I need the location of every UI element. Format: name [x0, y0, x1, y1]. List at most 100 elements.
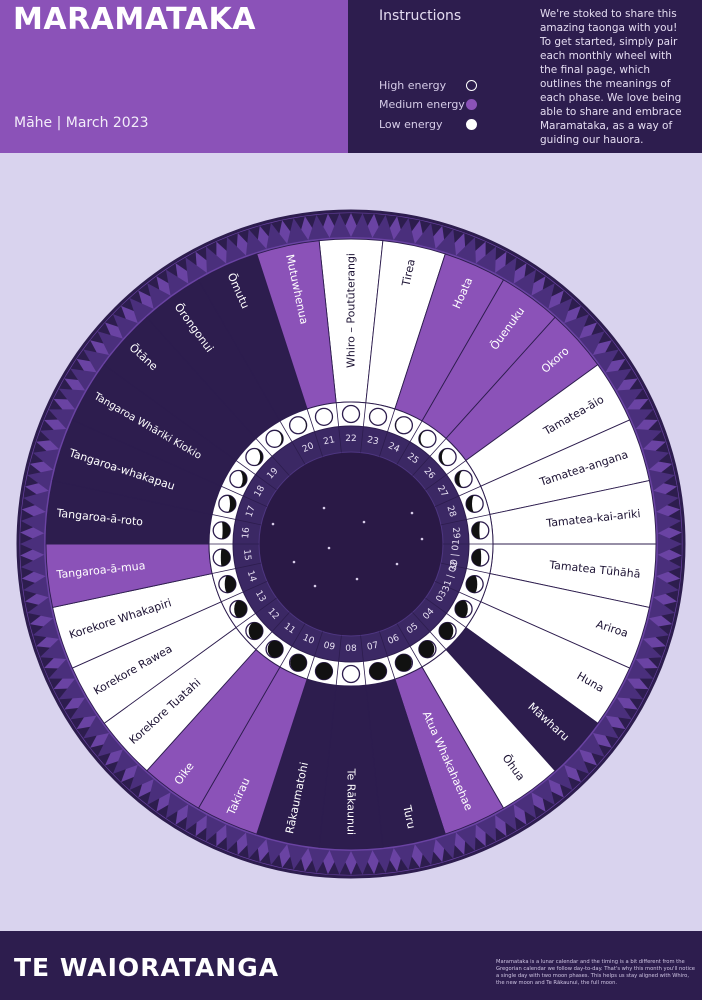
star-dot [420, 537, 424, 541]
ring-divider [412, 612, 447, 650]
moon-shadow [315, 662, 333, 680]
band-triangle [435, 832, 457, 859]
ring-divider [425, 597, 467, 628]
ring-divider [255, 438, 290, 476]
legend-low-dot [466, 119, 477, 130]
band-triangle [579, 331, 605, 355]
moon-shadow [238, 470, 247, 488]
moon-shadow [274, 430, 284, 448]
legend-low-label: Low energy [379, 118, 443, 131]
legend-medium-dot [466, 99, 477, 110]
ring-divider [425, 460, 467, 491]
band-triangle [70, 697, 97, 720]
moon-phase-icon [418, 640, 437, 659]
ring-divider [221, 485, 268, 507]
moon-outline [341, 664, 361, 684]
ring-divider [434, 581, 481, 603]
ring-divider [221, 581, 268, 603]
band-triangle [266, 839, 288, 866]
band-triangle [226, 824, 246, 851]
band-triangle [656, 554, 682, 577]
band-triangle [435, 229, 457, 256]
moon-phase-icon [265, 429, 284, 448]
page-title: MARAMATAKA [13, 2, 256, 37]
moon-shadow [455, 470, 464, 488]
moon-shadow [418, 430, 428, 448]
band-triangle [495, 257, 517, 284]
phase-name: Te Rākaunui [345, 768, 358, 835]
ring-divider [440, 562, 490, 574]
phase-date: 29 [450, 527, 461, 540]
band-triangle [414, 839, 436, 866]
ring-divider [306, 408, 323, 457]
moon-phase-icon [341, 664, 361, 684]
moon-phase-icon [341, 404, 361, 424]
moon-shadow [439, 448, 448, 466]
band-triangle [616, 388, 644, 410]
band-triangle [456, 237, 476, 264]
band-triangle [564, 314, 590, 339]
band-triangle [592, 349, 619, 373]
band-triangle [393, 218, 415, 244]
header-left-panel: MARAMATAKA Māhe | March 2023 [0, 0, 348, 153]
phase-date: 07 [366, 641, 379, 653]
band-triangle [513, 269, 537, 296]
moon-shadow [471, 521, 481, 539]
band-triangle [592, 715, 619, 739]
moon-outline [341, 404, 361, 424]
moon-shadow [234, 600, 247, 618]
phase-date: 23 [366, 435, 379, 447]
band-triangle [648, 597, 675, 619]
moon-shadow [471, 549, 482, 567]
phase-date: 10 [301, 633, 316, 647]
ring-divider [360, 635, 367, 686]
band-triangle [27, 597, 54, 619]
band-triangle [657, 533, 682, 555]
phase-date: 13 [253, 589, 267, 604]
phase-name: Turu [400, 803, 418, 830]
moon-shadow [224, 575, 236, 593]
band-triangle [653, 576, 679, 598]
star-dot [271, 522, 275, 526]
star-dot [292, 560, 296, 564]
band-triangle [642, 449, 670, 470]
band-triangle [548, 764, 573, 790]
band-triangle [626, 409, 654, 429]
moon-phase-icon [314, 407, 334, 426]
phase-date: 17 [245, 505, 258, 519]
ring-divider [335, 635, 342, 686]
moon-phase-icon [288, 416, 308, 435]
band-triangle [165, 792, 189, 819]
band-triangle [475, 815, 497, 842]
moon-phase-icon [265, 640, 284, 659]
phase-name: Tirea [399, 258, 418, 288]
moon-shadow [455, 600, 468, 618]
band-triangle [112, 749, 138, 774]
star-dot [327, 546, 331, 550]
month-label: Māhe | March 2023 [14, 115, 149, 131]
band-triangle [531, 283, 555, 309]
phase-date: 06 [386, 633, 401, 647]
moon-phase-icon [368, 662, 388, 681]
band-triangle [635, 638, 663, 660]
band-triangle [287, 218, 309, 244]
band-triangle [58, 388, 86, 410]
band-triangle [23, 576, 49, 598]
moon-phase-icon [471, 521, 490, 540]
star-dot [322, 506, 326, 510]
band-triangle [32, 618, 60, 639]
band-triangle [656, 511, 682, 534]
ring-divider [379, 408, 396, 457]
moon-shadow [221, 521, 231, 539]
band-triangle [475, 246, 497, 273]
band-triangle [329, 213, 351, 238]
moon-phase-icon [454, 599, 473, 619]
band-triangle [32, 449, 60, 470]
ring-divider [379, 631, 396, 680]
ring-divider [434, 485, 481, 507]
ring-divider [335, 402, 342, 453]
band-triangle [48, 409, 76, 429]
band-triangle [245, 832, 267, 859]
legend-high-dot [466, 80, 477, 91]
moon-shadow [369, 662, 387, 680]
